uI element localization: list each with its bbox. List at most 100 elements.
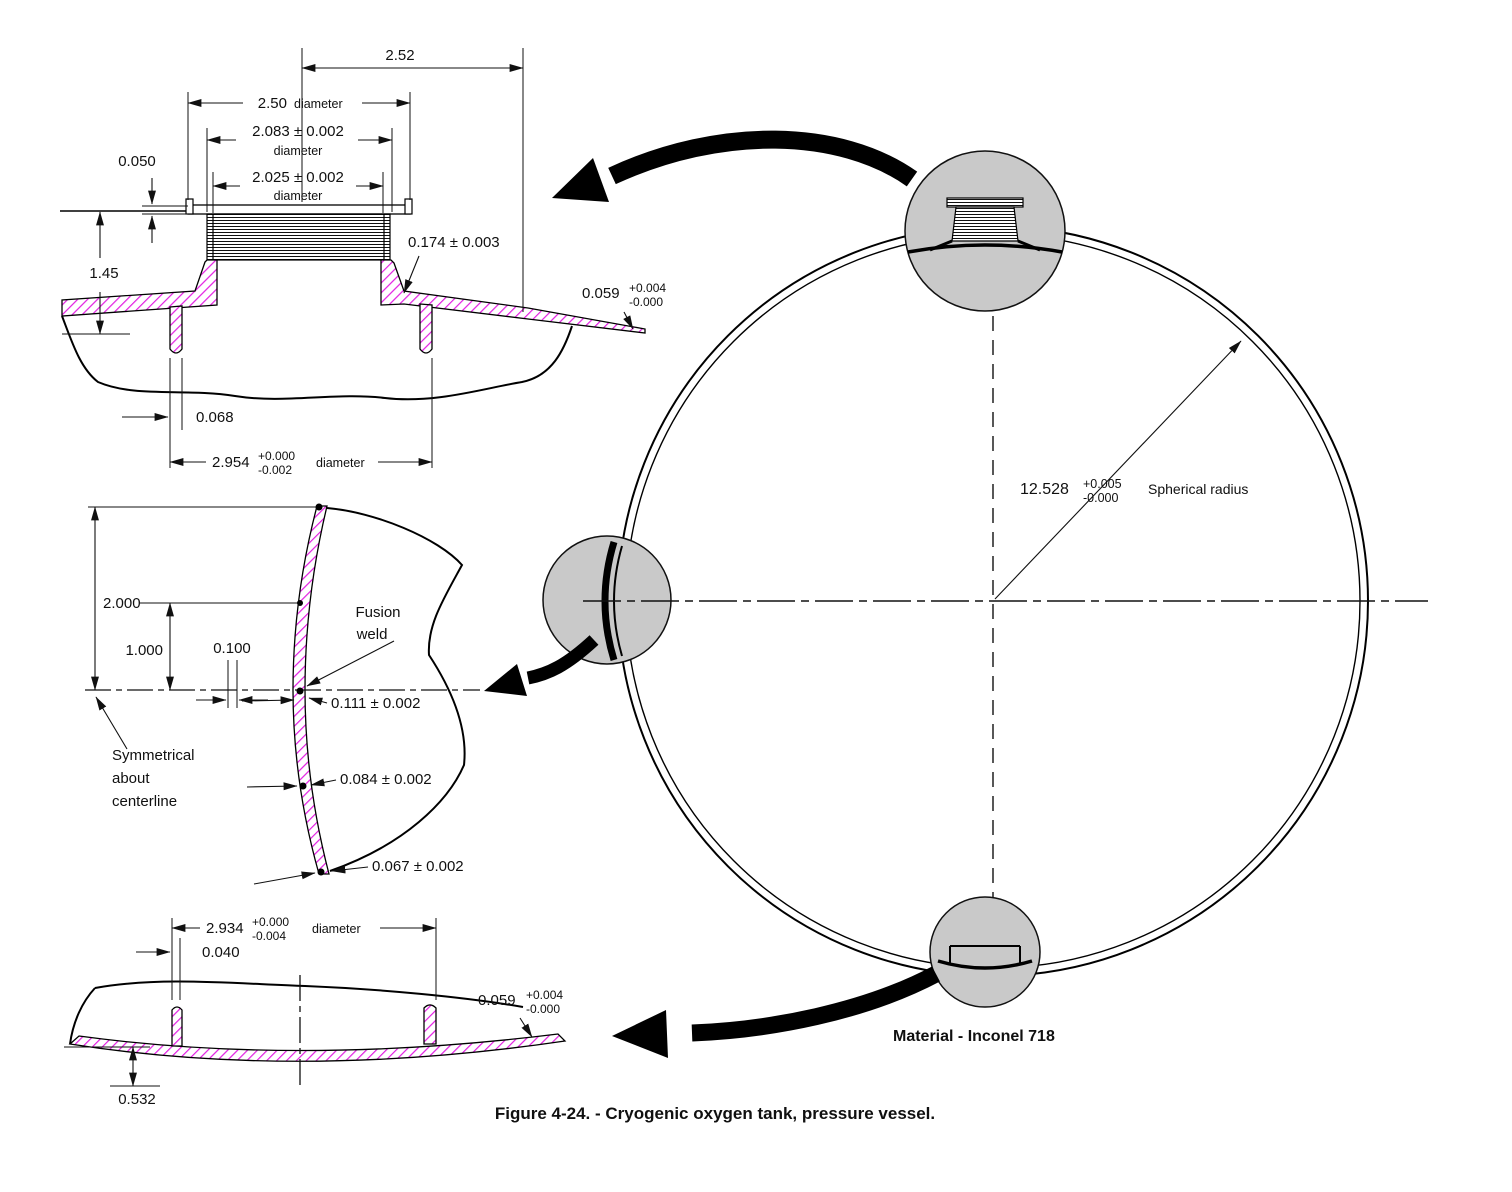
radius-label: Spherical radius — [1148, 481, 1248, 497]
boss-flange — [187, 204, 411, 215]
boss-flare-left-mini — [929, 239, 953, 252]
radius-tol-plus: +0.005 — [1083, 477, 1122, 491]
dim-2934-minus: -0.004 — [252, 929, 286, 943]
dim-2-52: 2.52 — [301, 47, 524, 312]
dim-0-059-lower: 0.059 +0.004 -0.000 — [478, 988, 563, 1038]
dim-0084-label: 0.084 ± 0.002 — [340, 771, 432, 788]
shell-mini-bottom — [937, 959, 1033, 970]
break-line-equator-detail — [326, 507, 466, 872]
lower-rib-right — [423, 1004, 437, 1045]
break-line-lower-detail — [94, 980, 524, 1008]
shell-section-right — [380, 259, 646, 334]
detail-bubble-bottom — [929, 896, 1041, 1008]
callout-circle-left — [542, 535, 672, 665]
callout-arrows — [484, 130, 940, 1058]
dim-2083-unit: diameter — [274, 144, 323, 158]
dim-0059-lower-minus: -0.000 — [526, 1002, 560, 1016]
radius-value: 12.528 — [1020, 481, 1069, 498]
dim-0-040: 0.040 — [136, 938, 240, 1000]
break-line-upper-detail — [61, 315, 573, 401]
fusion-weld-callout: Fusion weld — [306, 604, 401, 687]
arrow-to-upper-detail-head — [552, 158, 609, 202]
dim-0050-label: 0.050 — [118, 153, 156, 170]
dim-0067-label: 0.067 ± 0.002 — [372, 858, 464, 875]
point-0084 — [299, 782, 307, 790]
dim-0-174: 0.174 ± 0.003 — [403, 234, 500, 294]
symmetry-note-line-1: Symmetrical — [112, 747, 195, 764]
dim-2025-label: 2.025 ± 0.002 — [252, 169, 344, 186]
dim-0111-label: 0.111 ± 0.002 — [331, 695, 420, 712]
dim-0-111: 0.111 ± 0.002 — [241, 695, 420, 712]
dim-0-084: 0.084 ± 0.002 — [246, 771, 432, 791]
dim-2934-label: 2.934 — [206, 920, 244, 937]
dim-252-label: 2.52 — [385, 47, 414, 64]
dim-0059-upper-label: 0.059 — [582, 285, 620, 302]
lower-rib-left — [171, 1006, 183, 1047]
dim-2083-label: 2.083 ± 0.002 — [252, 123, 344, 140]
lower-boss-detail: 2.934 +0.000 -0.004 diameter 0.040 0.059… — [64, 915, 567, 1108]
equator-weld-detail: 2.000 1.000 0.100 Fusion weld 0.111 ± 0.… — [85, 503, 480, 885]
point-1000 — [297, 600, 303, 606]
dim-2934-unit: diameter — [312, 922, 361, 936]
dim-0-050: 0.050 — [118, 153, 188, 243]
dim-0059-lower-label: 0.059 — [478, 992, 516, 1009]
material-note: Material - Inconel 718 — [893, 1028, 1055, 1045]
radius-leader-line — [994, 340, 1242, 600]
figure-caption: Figure 4-24. - Cryogenic oxygen tank, pr… — [495, 1104, 935, 1123]
arrow-to-equator-detail — [526, 635, 599, 685]
arrow-to-lower-detail — [691, 966, 940, 1042]
arrow-to-lower-detail-head — [612, 1010, 668, 1058]
boss-channel-mini — [949, 945, 1021, 963]
symmetry-note-line-3: centerline — [112, 793, 177, 810]
dim-2934-plus: +0.000 — [252, 915, 289, 929]
boss-flange-mini — [946, 197, 1024, 208]
boss-flare-right-mini — [1017, 239, 1041, 252]
dim-0-067: 0.067 ± 0.002 — [253, 858, 464, 885]
fusion-weld-label-2: weld — [356, 626, 388, 643]
dim-2954-minus: -0.002 — [258, 463, 292, 477]
dim-0040-label: 0.040 — [202, 944, 240, 961]
dim-0532-label: 0.532 — [118, 1091, 156, 1108]
dim-0059-upper-plus: +0.004 — [629, 281, 666, 295]
arrow-to-equator-detail-head — [484, 664, 527, 696]
spherical-radius-dimension: 12.528 +0.005 -0.000 Spherical radius — [994, 340, 1248, 600]
dim-2-954: 2.954 +0.000 -0.002 diameter — [169, 358, 433, 477]
dim-250-label: 2.50 — [258, 95, 287, 112]
rib-left — [169, 305, 183, 354]
dim-250-unit: diameter — [294, 97, 343, 111]
radius-tol-minus: -0.000 — [1083, 491, 1118, 505]
dim-2000-label: 2.000 — [103, 595, 141, 612]
shell-section-left — [61, 259, 218, 317]
dim-2025-unit: diameter — [274, 189, 323, 203]
dim-0-059-upper: 0.059 +0.004 -0.000 — [582, 281, 666, 330]
upper-boss-detail: 2.52 2.50 diameter 2.083 ± 0.002 diamete… — [60, 47, 666, 477]
dim-0-532: 0.532 — [64, 1046, 160, 1108]
point-bottom — [317, 868, 325, 876]
dim-2954-plus: +0.000 — [258, 449, 295, 463]
callout-circle-top — [904, 150, 1066, 312]
dim-2-934: 2.934 +0.000 -0.004 diameter — [171, 915, 437, 1000]
dim-2954-unit: diameter — [316, 456, 365, 470]
centerlines — [583, 316, 1428, 898]
dim-2-50: 2.50 diameter — [187, 92, 411, 200]
dim-2954-label: 2.954 — [212, 454, 250, 471]
point-top — [315, 503, 323, 511]
dim-0-100: 0.100 — [196, 640, 268, 708]
boss-neck-mini — [951, 206, 1019, 242]
dim-2-000: 2.000 — [91, 506, 141, 691]
break-line-lower-left-edge — [69, 987, 96, 1045]
boss-flange-lip-right — [404, 198, 413, 215]
dim-2-025: 2.025 ± 0.002 diameter — [212, 169, 384, 213]
dim-0100-label: 0.100 — [213, 640, 251, 657]
dim-0174-label: 0.174 ± 0.003 — [408, 234, 500, 251]
lower-shell-section — [68, 1033, 567, 1062]
dim-1-45: 1.45 — [62, 211, 130, 335]
dim-1-000: 1.000 — [125, 602, 174, 691]
equator-wall-section — [292, 505, 330, 875]
dim-1000-label: 1.000 — [125, 642, 163, 659]
point-weld — [296, 687, 304, 695]
callout-circle-bottom — [929, 896, 1041, 1008]
dim-0068-label: 0.068 — [196, 409, 234, 426]
